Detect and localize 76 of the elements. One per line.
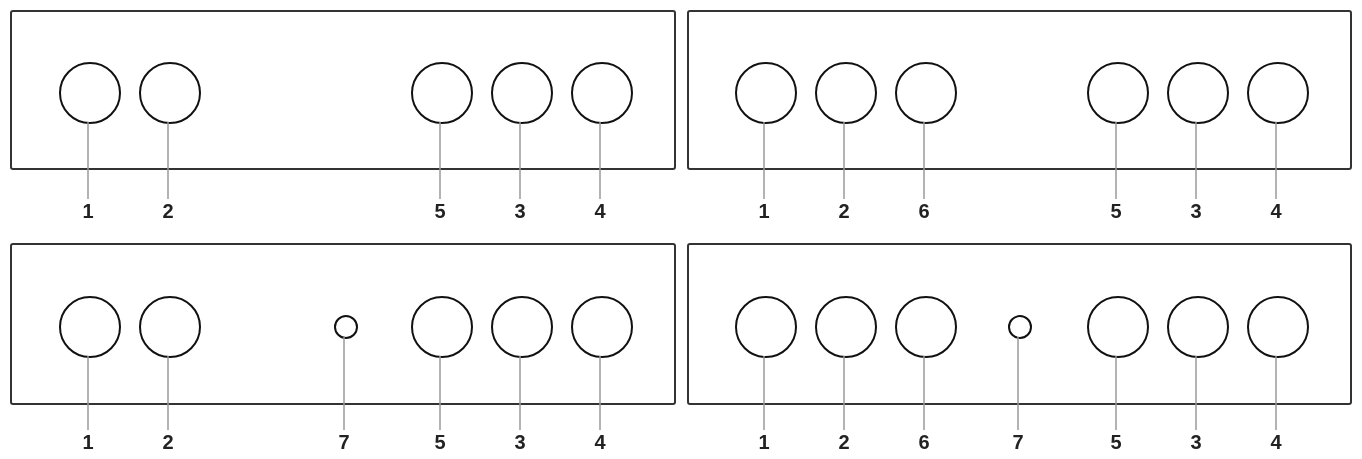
round-knob [735, 296, 797, 358]
round-knob [411, 296, 473, 358]
callout-number: 3 [1184, 430, 1208, 454]
callout-number: 1 [76, 199, 100, 223]
leader-line [763, 355, 765, 431]
round-knob [139, 296, 201, 358]
callout-number: 4 [1264, 430, 1288, 454]
leader-line [1195, 121, 1197, 200]
leader-line [1275, 355, 1277, 431]
round-knob [139, 62, 201, 124]
round-knob [571, 296, 633, 358]
callout-number: 4 [588, 199, 612, 223]
callout-number: 3 [1184, 199, 1208, 223]
leader-line [439, 355, 441, 431]
callout-number: 7 [1006, 430, 1030, 454]
round-knob [491, 296, 553, 358]
round-knob [815, 62, 877, 124]
callout-number: 5 [428, 430, 452, 454]
callout-number: 5 [428, 199, 452, 223]
leader-line [167, 121, 169, 200]
round-knob [1247, 296, 1309, 358]
callout-number: 2 [832, 430, 856, 454]
leader-line [599, 355, 601, 431]
callout-number: 3 [508, 430, 532, 454]
round-knob [334, 315, 358, 339]
callout-number: 2 [156, 430, 180, 454]
leader-line [1195, 355, 1197, 431]
panel [687, 10, 1352, 170]
leader-line [923, 355, 925, 431]
callout-number: 1 [76, 430, 100, 454]
leader-line [87, 355, 89, 431]
round-knob [59, 296, 121, 358]
leader-line [599, 121, 601, 200]
round-knob [59, 62, 121, 124]
round-knob [895, 62, 957, 124]
callout-number: 2 [832, 199, 856, 223]
leader-line [843, 121, 845, 200]
round-knob [815, 296, 877, 358]
panel [10, 243, 676, 405]
leader-line [1275, 121, 1277, 200]
callout-number: 1 [752, 199, 776, 223]
leader-line [763, 121, 765, 200]
leader-line [923, 121, 925, 200]
callout-number: 1 [752, 430, 776, 454]
leader-line [519, 355, 521, 431]
leader-line [843, 355, 845, 431]
callout-number: 2 [156, 199, 180, 223]
leader-line [519, 121, 521, 200]
leader-line [439, 121, 441, 200]
round-knob [1247, 62, 1309, 124]
callout-number: 4 [1264, 199, 1288, 223]
callout-number: 4 [588, 430, 612, 454]
callout-number: 6 [912, 430, 936, 454]
round-knob [1167, 296, 1229, 358]
leader-line [343, 336, 345, 431]
leader-line [1115, 121, 1117, 200]
panel [10, 10, 676, 170]
leader-line [167, 355, 169, 431]
round-knob [411, 62, 473, 124]
leader-line [1115, 355, 1117, 431]
callout-number: 6 [912, 199, 936, 223]
callout-number: 5 [1104, 199, 1128, 223]
round-knob [735, 62, 797, 124]
round-knob [1167, 62, 1229, 124]
leader-line [1017, 336, 1019, 431]
round-knob [1087, 62, 1149, 124]
panel [687, 243, 1352, 405]
leader-line [87, 121, 89, 200]
round-knob [491, 62, 553, 124]
round-knob [1008, 315, 1032, 339]
callout-number: 7 [332, 430, 356, 454]
round-knob [1087, 296, 1149, 358]
callout-number: 5 [1104, 430, 1128, 454]
round-knob [571, 62, 633, 124]
callout-number: 3 [508, 199, 532, 223]
round-knob [895, 296, 957, 358]
